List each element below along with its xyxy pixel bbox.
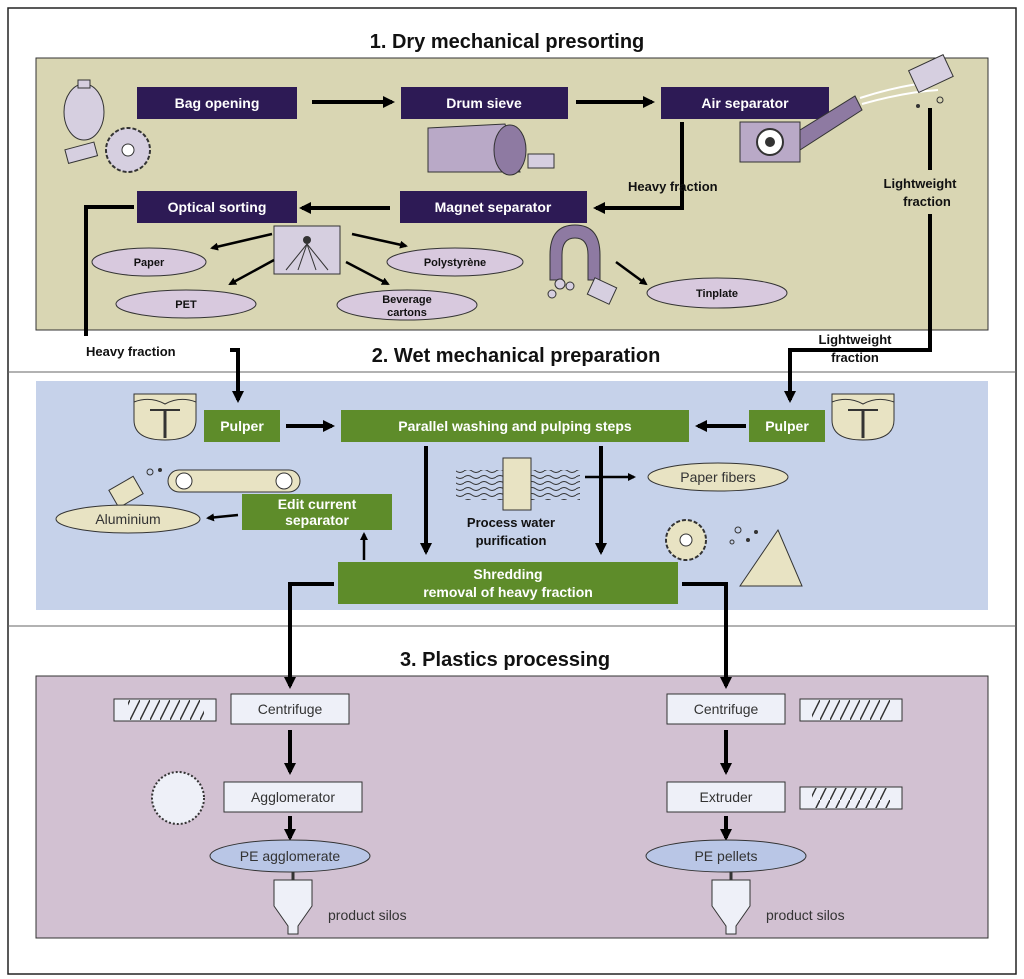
extruder-box xyxy=(666,781,786,813)
magnet-icon xyxy=(547,224,618,305)
beverage-cartons-label-2: cartons xyxy=(387,307,427,319)
tinplate-output-oval xyxy=(646,277,788,309)
screw-icon-right-top xyxy=(799,698,903,722)
shredding-box xyxy=(338,562,678,604)
optical-sensor-icon xyxy=(273,225,341,275)
heavy-fraction-line-left xyxy=(84,205,134,336)
optical-sorting-box xyxy=(137,191,297,223)
section-title-dry: 1. Dry mechanical presorting xyxy=(370,31,645,53)
pet-output-label: PET xyxy=(175,299,197,311)
polystyrene-output-oval xyxy=(386,247,524,277)
centrifuge-left-label: Centrifuge xyxy=(258,701,323,717)
pulper-right-label: Pulper xyxy=(765,418,809,434)
pulper-tank-icon-left xyxy=(133,393,197,441)
silo-icon-left xyxy=(273,872,313,935)
lightweight-label-dry-2: fraction xyxy=(903,194,951,209)
beverage-cartons-label-1: Beverage xyxy=(382,294,432,306)
arrow-edit-to-aluminium xyxy=(206,513,239,522)
extruder-label: Extruder xyxy=(700,789,753,805)
section-title-plastics: 3. Plastics processing xyxy=(400,649,610,671)
aluminium-oval xyxy=(55,504,201,534)
edit-current-label-1: Edit current xyxy=(278,496,357,512)
magnet-separator-box xyxy=(400,191,587,223)
arrow-to-polystyrene xyxy=(351,232,408,249)
pulper-left-box xyxy=(204,410,280,442)
optical-sorting-label: Optical sorting xyxy=(168,199,267,215)
screw-icon-right-bottom xyxy=(799,786,903,810)
parallel-washing-label: Parallel washing and pulping steps xyxy=(398,418,632,434)
agglomerator-drum-icon xyxy=(151,771,205,825)
drum-sieve-box xyxy=(401,87,568,119)
pe-agglomerate-label: PE agglomerate xyxy=(240,848,341,864)
water-purification-icon xyxy=(456,457,580,511)
lightweight-label-transition-2: fraction xyxy=(831,350,879,365)
heavy-fraction-label-transition: Heavy fraction xyxy=(86,344,176,359)
pet-output-oval xyxy=(115,289,257,319)
product-silos-right-label: product silos xyxy=(766,907,845,923)
drum-sieve-label: Drum sieve xyxy=(446,95,522,111)
agglomerator-label: Agglomerator xyxy=(251,789,335,805)
air-separator-box xyxy=(661,87,829,119)
arrow-heavy-to-pulper xyxy=(230,348,244,403)
arrow-to-pet xyxy=(228,258,275,286)
centrifuge-right-box xyxy=(666,693,786,725)
air-separator-icon xyxy=(739,54,954,163)
drum-sieve-icon xyxy=(427,123,555,176)
polystyrene-output-label: Polystyrène xyxy=(424,257,486,269)
agglomerator-box xyxy=(223,781,363,813)
edit-current-label-2: separator xyxy=(285,512,349,528)
shredding-label-2: removal of heavy fraction xyxy=(423,584,593,600)
silo-icon-right xyxy=(711,872,751,935)
arrow-to-beverage xyxy=(345,260,390,286)
arrow-to-tinplate xyxy=(615,260,648,286)
parallel-washing-box xyxy=(341,410,689,442)
bag-opening-box xyxy=(137,87,297,119)
pulper-right-box xyxy=(749,410,825,442)
shredder-icon xyxy=(665,519,803,587)
paper-output-label: Paper xyxy=(134,257,165,269)
process-water-label-2: purification xyxy=(476,533,547,548)
arrow-air-to-magnet xyxy=(593,122,684,214)
centrifuge-left-box xyxy=(230,693,350,725)
beverage-cartons-oval xyxy=(336,289,478,321)
centrifuge-right-label: Centrifuge xyxy=(694,701,759,717)
tinplate-output-label: Tinplate xyxy=(696,288,738,300)
magnet-separator-label: Magnet separator xyxy=(435,199,552,215)
pe-pellets-label: PE pellets xyxy=(694,848,757,864)
edit-current-separator-box xyxy=(242,494,392,530)
section-title-wet: 2. Wet mechanical preparation xyxy=(372,345,661,367)
arrow-shredding-to-centrifuge-right xyxy=(682,582,732,689)
screw-icon-left xyxy=(113,698,217,722)
pulper-left-label: Pulper xyxy=(220,418,264,434)
air-separator-label: Air separator xyxy=(701,95,789,111)
pulper-tank-icon-right xyxy=(831,393,895,441)
product-silos-left-label: product silos xyxy=(328,907,407,923)
shredding-label-1: Shredding xyxy=(473,566,542,582)
process-water-label-1: Process water xyxy=(467,515,555,530)
lightweight-label-dry-1: Lightweight xyxy=(884,176,958,191)
bag-opening-label: Bag opening xyxy=(175,95,260,111)
outer-frame xyxy=(7,7,1017,975)
bag-opener-icon xyxy=(63,79,151,173)
paper-fibers-oval xyxy=(647,462,789,492)
aluminium-label: Aluminium xyxy=(95,511,160,527)
lightweight-label-transition-1: Lightweight xyxy=(819,332,893,347)
conveyor-belt-icon xyxy=(108,468,301,509)
paper-fibers-label: Paper fibers xyxy=(680,469,755,485)
arrow-shredding-to-centrifuge-left xyxy=(284,582,334,689)
pe-pellets-oval xyxy=(645,839,807,873)
arrow-lightweight-to-pulper xyxy=(784,348,930,403)
heavy-fraction-label-dry: Heavy fraction xyxy=(628,179,718,194)
pe-agglomerate-oval xyxy=(209,839,371,873)
arrow-to-paper xyxy=(210,232,273,251)
paper-output-oval xyxy=(91,247,207,277)
